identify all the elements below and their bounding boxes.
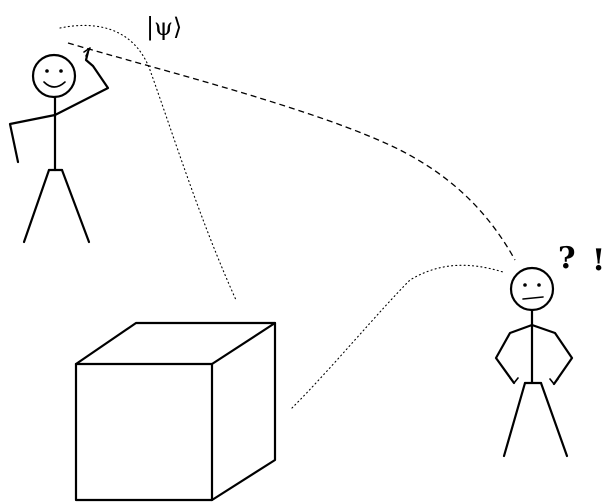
stick-figure-confused-icon: [494, 266, 574, 458]
left-figure-right-leg: [60, 168, 91, 244]
cube-front-face: [74, 362, 214, 502]
question-mark-label: ?: [558, 241, 576, 276]
right-figure-flat-mouth: [522, 296, 544, 300]
exclamation-mark-label: !: [592, 243, 605, 278]
cube-top-face: [74, 321, 277, 366]
left-figure-left-leg: [22, 168, 51, 244]
left-figure-head: [31, 53, 77, 99]
right-figure-right-arm-on-hip: [530, 323, 574, 386]
stick-figure-thinking-icon: [8, 47, 110, 244]
left-figure-raised-arm: [53, 50, 110, 117]
left-figure-smile: [43, 81, 66, 88]
right-figure-left-arm-on-hip: [494, 323, 534, 385]
cube-side-face: [210, 321, 277, 502]
right-figure-left-leg: [502, 381, 527, 458]
right-figure-eye: [523, 283, 527, 287]
left-figure-fingers: [83, 47, 91, 57]
left-figure-eye: [59, 69, 63, 73]
dotted-line-box-to-right-figure: [291, 264, 504, 409]
dashed-line-left-to-right-figure: [67, 42, 516, 261]
state-ket-label: |ψ⟩: [146, 13, 182, 42]
right-figure-head: [509, 266, 555, 312]
left-figure-eye: [45, 69, 49, 73]
dotted-line-ket-to-box: [59, 24, 237, 301]
right-figure-right-leg: [539, 381, 569, 458]
left-figure-left-arm: [8, 113, 57, 164]
right-figure-left-hand: [509, 377, 519, 384]
cube-icon: [74, 321, 277, 502]
right-figure-eye: [537, 283, 541, 287]
right-figure-right-hand: [549, 378, 559, 385]
